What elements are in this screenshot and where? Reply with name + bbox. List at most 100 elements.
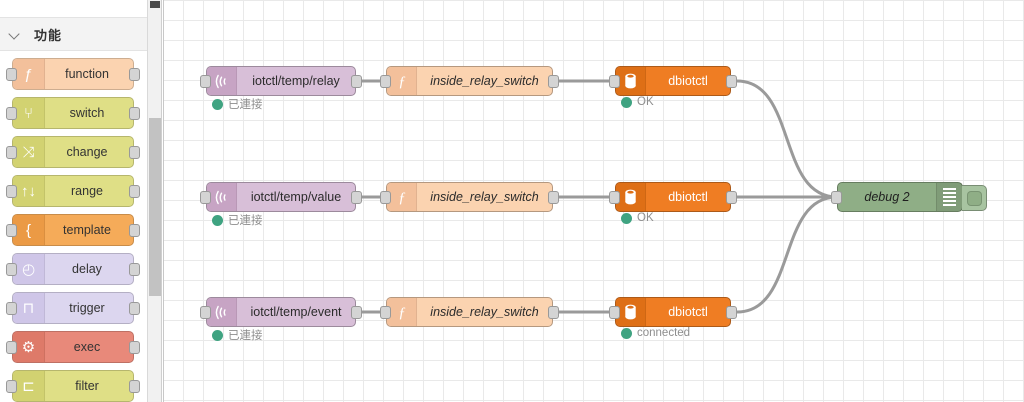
palette-node-input-port	[6, 107, 17, 120]
node-input-port[interactable]	[200, 306, 211, 319]
palette-node-label: trigger	[69, 301, 105, 315]
node-label: inside_relay_switch	[430, 190, 539, 204]
palette-category-function[interactable]: 功能	[0, 17, 147, 51]
node-input-port[interactable]	[831, 191, 842, 204]
node-status: OK	[621, 212, 654, 224]
status-dot-icon	[212, 329, 223, 341]
palette-node-label: switch	[69, 106, 105, 120]
palette-node-input-port	[6, 185, 17, 198]
function-node[interactable]: ƒ inside_relay_switch	[380, 66, 559, 96]
status-label: connected	[637, 327, 691, 339]
status-label: 已連接	[228, 330, 263, 342]
status-label: OK	[637, 212, 654, 224]
database-cylinder-icon	[616, 183, 646, 211]
gear-icon: ⚙	[13, 332, 45, 362]
palette-node-output-port	[129, 185, 140, 198]
function-f-icon: ƒ	[387, 183, 417, 211]
node-input-port[interactable]	[200, 75, 211, 88]
node-output-port[interactable]	[726, 306, 737, 319]
database-node[interactable]: dbiotctl	[609, 182, 737, 212]
node-output-port[interactable]	[548, 306, 559, 319]
database-node[interactable]: dbiotctl	[609, 297, 737, 327]
palette-node-output-port	[129, 302, 140, 315]
palette-node-input-port	[6, 380, 17, 393]
node-output-port[interactable]	[351, 75, 362, 88]
palette-node-input-port	[6, 341, 17, 354]
node-output-port[interactable]	[726, 75, 737, 88]
palette-scrollbar-thumb[interactable]	[149, 118, 161, 296]
pulse-icon: ⊓	[13, 293, 45, 323]
node-input-port[interactable]	[380, 306, 391, 319]
node-label: inside_relay_switch	[430, 74, 539, 88]
palette-node-label: delay	[72, 262, 102, 276]
database-cylinder-icon	[616, 67, 646, 95]
palette-node-input-port	[6, 146, 17, 159]
palette-node-trigger[interactable]: ⊓ trigger	[6, 292, 140, 324]
svg-text:ƒ: ƒ	[398, 74, 406, 89]
template-braces-icon: {	[13, 215, 45, 245]
debug-lines-icon	[936, 183, 962, 211]
palette-node-output-port	[129, 146, 140, 159]
node-output-port[interactable]	[351, 191, 362, 204]
flow-canvas[interactable]: iotctl/temp/relay 已連接 ƒ inside_relay_swi…	[163, 0, 1024, 402]
clock-icon: ◴	[13, 254, 45, 284]
status-dot-icon	[212, 98, 223, 110]
database-node[interactable]: dbiotctl	[609, 66, 737, 96]
palette-node-output-port	[129, 380, 140, 393]
function-node[interactable]: ƒ inside_relay_switch	[380, 182, 559, 212]
change-icon: ⤨	[13, 137, 45, 167]
wire-layer	[362, 79, 838, 314]
mqtt-in-node[interactable]: iotctl/temp/event	[200, 297, 362, 327]
scroll-up-arrow-icon[interactable]	[150, 1, 160, 8]
palette-node-label: range	[71, 184, 103, 198]
node-output-port[interactable]	[548, 75, 559, 88]
node-label: dbiotctl	[668, 74, 708, 88]
node-status: 已連接	[212, 212, 263, 228]
palette-node-template[interactable]: { template	[6, 214, 140, 246]
status-dot-icon	[621, 327, 632, 339]
palette-node-label: template	[63, 223, 111, 237]
node-label: iotctl/temp/value	[250, 190, 342, 204]
palette-scrollbar[interactable]	[148, 0, 162, 402]
function-f-icon: ƒ	[387, 67, 417, 95]
palette-node-switch[interactable]: ⑂switch	[6, 97, 140, 129]
node-input-port[interactable]	[609, 306, 620, 319]
palette-node-delay[interactable]: ◴ delay	[6, 253, 140, 285]
debug-node[interactable]: debug 2	[831, 182, 987, 212]
mqtt-in-node[interactable]: iotctl/temp/relay	[200, 66, 362, 96]
node-input-port[interactable]	[380, 191, 391, 204]
mqtt-wave-icon	[207, 67, 237, 95]
palette-node-change[interactable]: ⤨change	[6, 136, 140, 168]
palette-node-input-port	[6, 224, 17, 237]
debug-toggle-button[interactable]	[962, 185, 987, 211]
node-status: OK	[621, 96, 654, 108]
palette-node-label: filter	[75, 379, 99, 393]
node-input-port[interactable]	[380, 75, 391, 88]
node-output-port[interactable]	[726, 191, 737, 204]
node-input-port[interactable]	[200, 191, 211, 204]
svg-text:ƒ: ƒ	[398, 305, 406, 320]
node-output-port[interactable]	[548, 191, 559, 204]
node-status: 已連接	[212, 327, 263, 343]
palette-node-range[interactable]: ↑↓range	[6, 175, 140, 207]
palette-node-output-port	[129, 224, 140, 237]
palette-node-exec[interactable]: ⚙ exec	[6, 331, 140, 363]
node-output-port[interactable]	[351, 306, 362, 319]
node-status: connected	[621, 327, 690, 339]
palette-node-output-port	[129, 263, 140, 276]
mqtt-in-node[interactable]: iotctl/temp/value	[200, 182, 362, 212]
chevron-down-icon	[8, 27, 22, 41]
function-node[interactable]: ƒ inside_relay_switch	[380, 297, 559, 327]
palette-node-label: exec	[73, 340, 101, 354]
node-input-port[interactable]	[609, 75, 620, 88]
status-dot-icon	[621, 96, 632, 108]
node-label: dbiotctl	[668, 190, 708, 204]
node-label: inside_relay_switch	[430, 305, 539, 319]
node-label: dbiotctl	[668, 305, 708, 319]
node-input-port[interactable]	[609, 191, 620, 204]
palette-node-filter[interactable]: ⊏filter	[6, 370, 140, 402]
